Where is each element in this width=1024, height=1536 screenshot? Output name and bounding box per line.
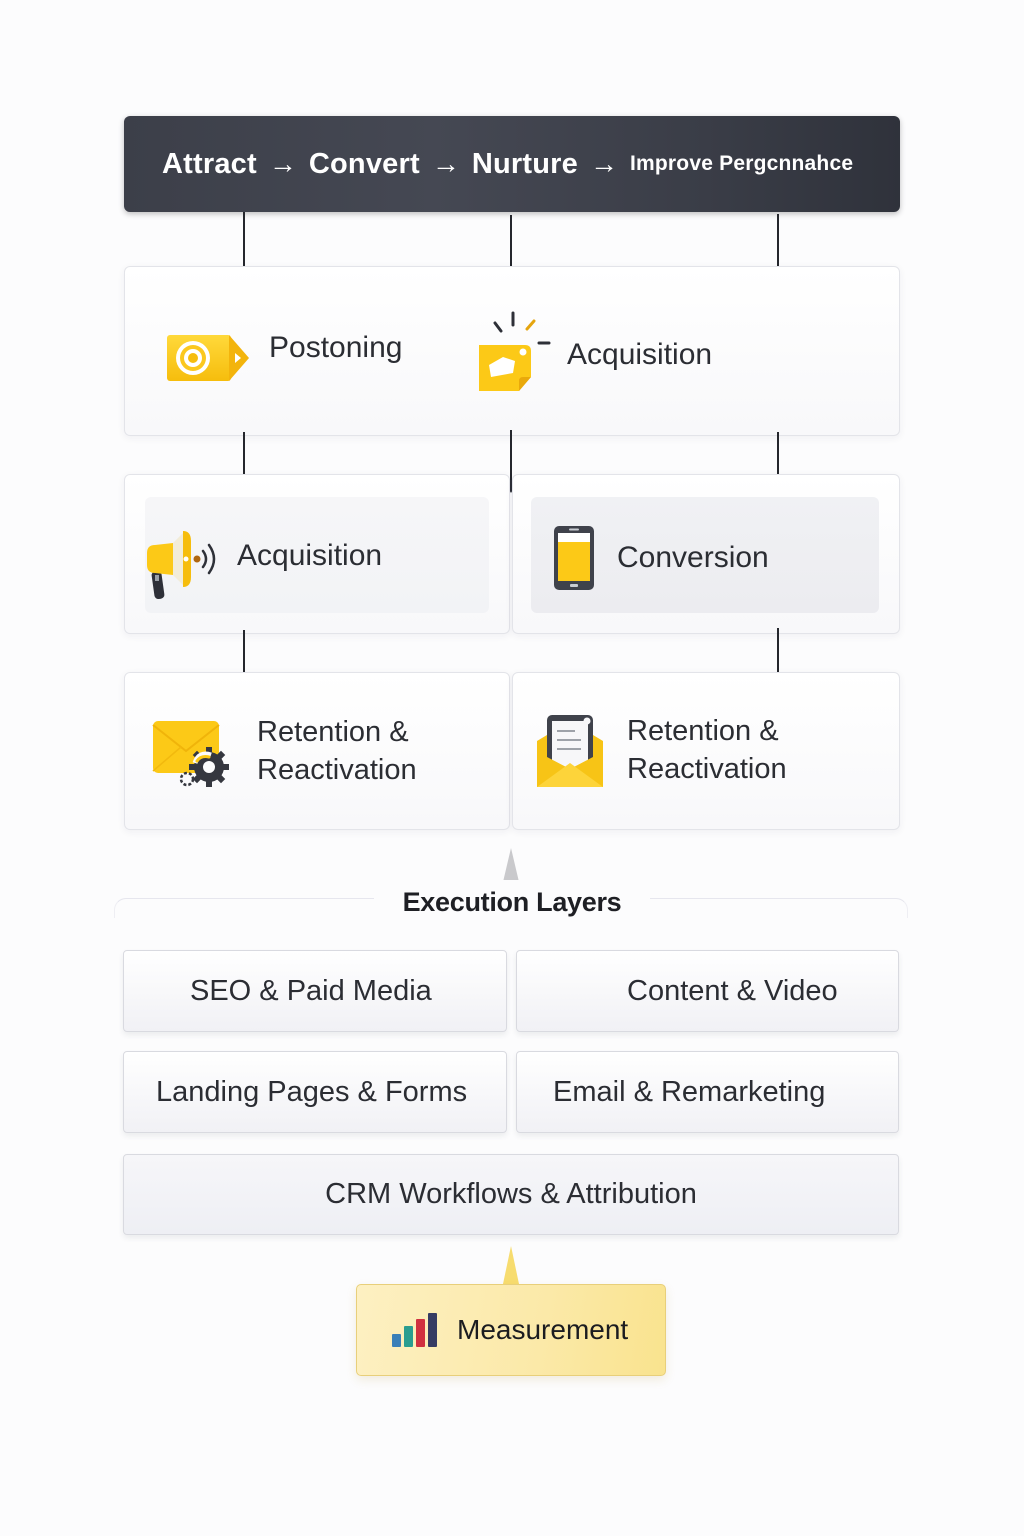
flow-arrow-icon: → <box>431 148 460 179</box>
bar-chart-bar <box>404 1326 413 1347</box>
connector-line <box>777 214 779 276</box>
execution-layers-title: Execution Layers <box>374 880 650 924</box>
flow-step-nurture: Nurture <box>471 147 578 180</box>
pointer-up-yellow-icon <box>503 1246 519 1284</box>
target-tag-icon <box>167 335 249 381</box>
stage-label: Acquisition <box>237 539 383 572</box>
stage-label-line1: Retention & <box>257 716 409 748</box>
stage-label: Postoning <box>269 331 403 364</box>
bar-chart-bar <box>392 1334 401 1347</box>
smartphone-icon <box>554 526 594 590</box>
stage-label-line1: Retention & <box>627 715 779 747</box>
bar-chart-icon <box>392 1313 437 1347</box>
stage-label-line2: Reactivation <box>627 753 787 785</box>
stage-label-line2: Reactivation <box>257 754 417 786</box>
flow-step-convert: Convert <box>308 147 420 180</box>
stage-card-acquisition[interactable] <box>145 497 489 613</box>
stage-node-positioning[interactable]: Postoning <box>165 331 402 381</box>
stage-panel-conversion: Conversion <box>512 474 900 634</box>
flow-header-bar: Attract → Convert → Nurture → Improve Pe… <box>124 116 900 212</box>
connector-line <box>777 628 779 676</box>
connector-line <box>510 430 512 482</box>
stage-label: Acquisition <box>567 338 713 371</box>
layer-crm-workflows-attribution[interactable]: CRM Workflows & Attribution <box>123 1154 899 1235</box>
layer-content-video[interactable]: Content & Video <box>516 950 899 1032</box>
stage-node-acquisition-2[interactable]: Acquisition <box>145 531 382 601</box>
flow-arrow-icon: → <box>589 148 618 179</box>
connector-line <box>243 630 245 680</box>
connector-line <box>777 432 779 482</box>
stage-label-group: Retention & Reactivation <box>627 712 787 788</box>
layer-email-remarketing[interactable]: Email & Remarketing <box>516 1051 899 1133</box>
megaphone-icon <box>147 531 216 600</box>
connector-line <box>243 212 245 278</box>
stage-row-positioning-acquisition: Postoning Acquisition <box>124 266 900 436</box>
stage-label-group: Retention & Reactivation <box>257 713 417 789</box>
measurement-label: Measurement <box>457 1314 629 1345</box>
connector-line <box>243 432 245 482</box>
stage-node-acquisition[interactable]: Acquisition <box>475 311 712 391</box>
flow-arrow-icon: → <box>268 148 297 179</box>
connector-line <box>510 215 512 278</box>
layer-seo-paid-media[interactable]: SEO & Paid Media <box>123 950 507 1032</box>
stage-label: Conversion <box>617 541 769 574</box>
stage-panel-retention-2[interactable]: Retention & Reactivation <box>512 672 900 830</box>
flow-step-attract: Attract <box>162 147 257 180</box>
layer-landing-pages-forms[interactable]: Landing Pages & Forms <box>123 1051 507 1133</box>
flow-step-improve-performance: Improve Pergcnnahce <box>629 152 854 175</box>
bar-chart-bar <box>416 1319 425 1347</box>
measurement-box[interactable]: Measurement <box>356 1284 666 1376</box>
pointer-up-icon <box>503 848 519 882</box>
stage-panel-retention-1[interactable]: Retention & Reactivation <box>124 672 510 830</box>
stage-node-conversion[interactable]: Conversion <box>553 525 769 591</box>
envelope-gear-icon <box>152 721 229 787</box>
sticky-note-burst-icon <box>479 311 551 391</box>
stage-panel-acquisition: Acquisition <box>124 474 510 634</box>
stage-node-retention[interactable]: Retention & Reactivation <box>151 711 417 791</box>
stage-node-retention-2[interactable]: Retention & Reactivation <box>535 711 787 789</box>
open-envelope-letter-icon <box>537 715 603 787</box>
bar-chart-bar <box>428 1313 437 1347</box>
